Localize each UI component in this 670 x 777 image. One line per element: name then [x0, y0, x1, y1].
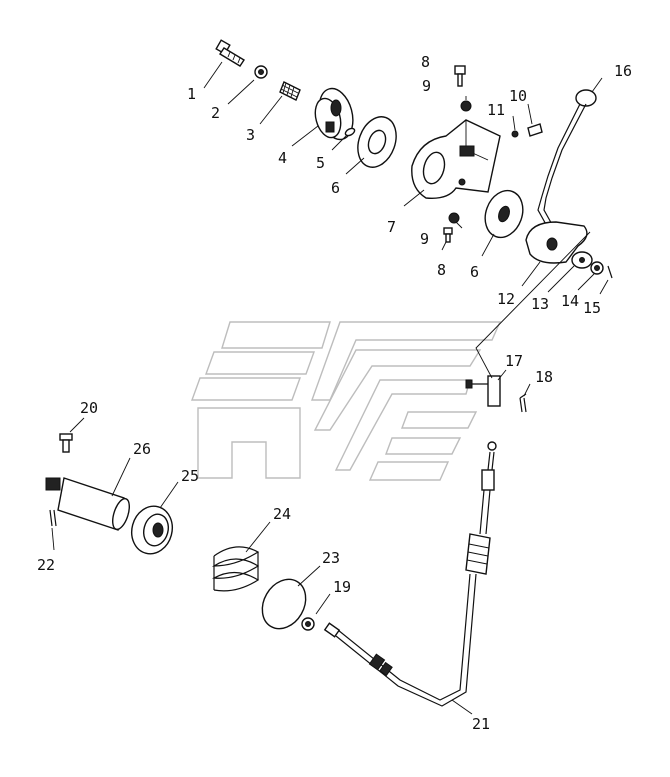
callout-15: 15	[583, 299, 601, 317]
callout-17: 17	[505, 352, 523, 370]
callout-8-lower: 8	[437, 261, 446, 279]
callout-19: 19	[333, 578, 351, 596]
callout-9-upper: 9	[422, 77, 431, 95]
callout-10: 10	[509, 87, 527, 105]
callout-4: 4	[278, 149, 287, 167]
callout-14: 14	[561, 292, 579, 310]
callout-2: 2	[211, 104, 220, 122]
watermark-logo	[191, 321, 502, 481]
callout-12: 12	[497, 290, 515, 308]
callout-11: 11	[487, 101, 505, 119]
part-23-disc	[261, 578, 307, 630]
part-2-nut	[254, 65, 268, 79]
part-4-hub	[314, 87, 354, 141]
part-17-block	[465, 375, 501, 407]
callout-labels: 1 2 3 4 5 6 6 7 8 8 9 9 10 11 12 13 14 1…	[37, 53, 632, 733]
part-3-spring	[279, 81, 301, 101]
part-9-nut-lower	[448, 212, 460, 224]
part-22-pin	[49, 509, 57, 527]
part-16-lever-knob	[537, 89, 597, 229]
callout-6-lower: 6	[470, 263, 479, 281]
part-7-bracket	[411, 119, 501, 199]
callout-6-upper: 6	[331, 179, 340, 197]
part-15-pin	[607, 265, 613, 279]
part-20-bolt	[59, 433, 73, 453]
part-10-bolt	[527, 123, 543, 137]
callout-21: 21	[472, 715, 490, 733]
callout-22: 22	[37, 556, 55, 574]
callout-5: 5	[316, 154, 325, 172]
callout-23: 23	[322, 549, 340, 567]
callout-20: 20	[80, 399, 98, 417]
callout-13: 13	[531, 295, 549, 313]
callout-26: 26	[133, 440, 151, 458]
callout-1: 1	[187, 85, 196, 103]
part-25-pulley	[131, 505, 173, 555]
part-11-washer	[511, 130, 519, 138]
part-12-lever-plate	[525, 221, 588, 264]
callout-18: 18	[535, 368, 553, 386]
part-14-nut	[590, 261, 604, 275]
guide-lines	[475, 231, 591, 379]
part-8-bolt-lower	[443, 227, 453, 243]
callout-16: 16	[614, 62, 632, 80]
part-24-coil-spring	[211, 546, 260, 592]
part-6-disc-upper	[357, 116, 397, 168]
part-13-washer	[571, 251, 593, 269]
callout-25: 25	[181, 467, 199, 485]
part-19-nut	[301, 617, 315, 631]
part-21-cable	[323, 441, 497, 707]
callout-24: 24	[273, 505, 291, 523]
callout-3: 3	[246, 126, 255, 144]
callout-7: 7	[387, 218, 396, 236]
callout-9-lower: 9	[420, 230, 429, 248]
part-1-bolt	[215, 39, 245, 67]
leader-lines	[51, 61, 609, 715]
part-6-disc-lower	[484, 189, 524, 239]
part-8-bolt-upper	[454, 65, 466, 87]
callout-8-upper: 8	[421, 53, 430, 71]
part-18-clip	[519, 393, 527, 413]
part-9-nut-upper	[460, 100, 472, 112]
part-26-cylinder	[45, 477, 130, 531]
part-5-key	[344, 127, 356, 137]
